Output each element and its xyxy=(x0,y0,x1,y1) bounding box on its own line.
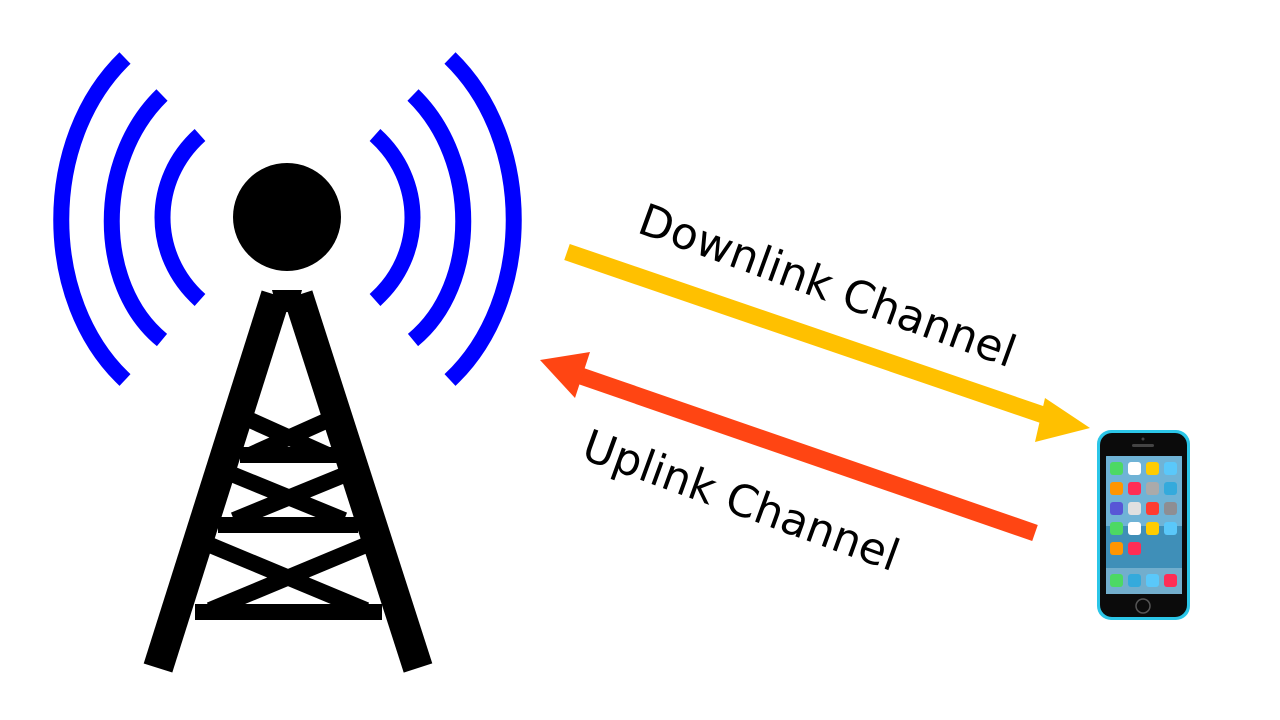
tower-leg-right xyxy=(283,290,433,673)
phone-speaker xyxy=(1132,444,1154,447)
app-icon[interactable] xyxy=(1110,462,1123,475)
downlink-arrow xyxy=(564,243,1090,442)
wave-right-mid xyxy=(407,89,472,347)
antenna-ball xyxy=(233,163,341,271)
home-button-icon[interactable] xyxy=(1135,598,1151,614)
app-icon[interactable] xyxy=(1128,482,1141,495)
dock-app-icon[interactable] xyxy=(1164,574,1177,587)
radio-waves-icon xyxy=(53,52,522,386)
wave-left-outer xyxy=(53,52,131,386)
app-icons xyxy=(1110,462,1177,555)
dock-app-icon[interactable] xyxy=(1146,574,1159,587)
app-icon[interactable] xyxy=(1164,502,1177,515)
app-icon[interactable] xyxy=(1128,462,1141,475)
app-icon[interactable] xyxy=(1164,482,1177,495)
downlink-arrowhead xyxy=(1035,398,1090,442)
app-icon[interactable] xyxy=(1110,482,1123,495)
app-icon[interactable] xyxy=(1110,542,1123,555)
uplink-arrow-shaft xyxy=(575,366,1038,542)
app-icon[interactable] xyxy=(1128,502,1141,515)
app-icon[interactable] xyxy=(1164,522,1177,535)
dock-app-icon[interactable] xyxy=(1110,574,1123,587)
app-icon[interactable] xyxy=(1146,462,1159,475)
tower-lattice xyxy=(195,412,382,620)
wave-right-outer xyxy=(444,52,522,386)
uplink-arrow xyxy=(540,352,1038,542)
dock-icons xyxy=(1110,574,1177,587)
uplink-arrowhead xyxy=(540,352,590,398)
app-icon[interactable] xyxy=(1164,462,1177,475)
app-icon[interactable] xyxy=(1110,502,1123,515)
cell-tower-icon xyxy=(143,163,433,673)
app-icon[interactable] xyxy=(1146,482,1159,495)
app-icon[interactable] xyxy=(1146,522,1159,535)
smartphone-icon xyxy=(1097,430,1190,620)
dock-app-icon[interactable] xyxy=(1128,574,1141,587)
wave-left-inner xyxy=(154,129,206,306)
wave-left-mid xyxy=(103,89,168,347)
phone-camera xyxy=(1141,437,1145,441)
app-icon[interactable] xyxy=(1110,522,1123,535)
app-icon[interactable] xyxy=(1128,542,1141,555)
app-icon[interactable] xyxy=(1146,502,1159,515)
tower-leg-left xyxy=(143,290,291,673)
downlink-arrow-shaft xyxy=(564,243,1055,427)
wave-right-inner xyxy=(369,129,421,306)
app-icon[interactable] xyxy=(1128,522,1141,535)
